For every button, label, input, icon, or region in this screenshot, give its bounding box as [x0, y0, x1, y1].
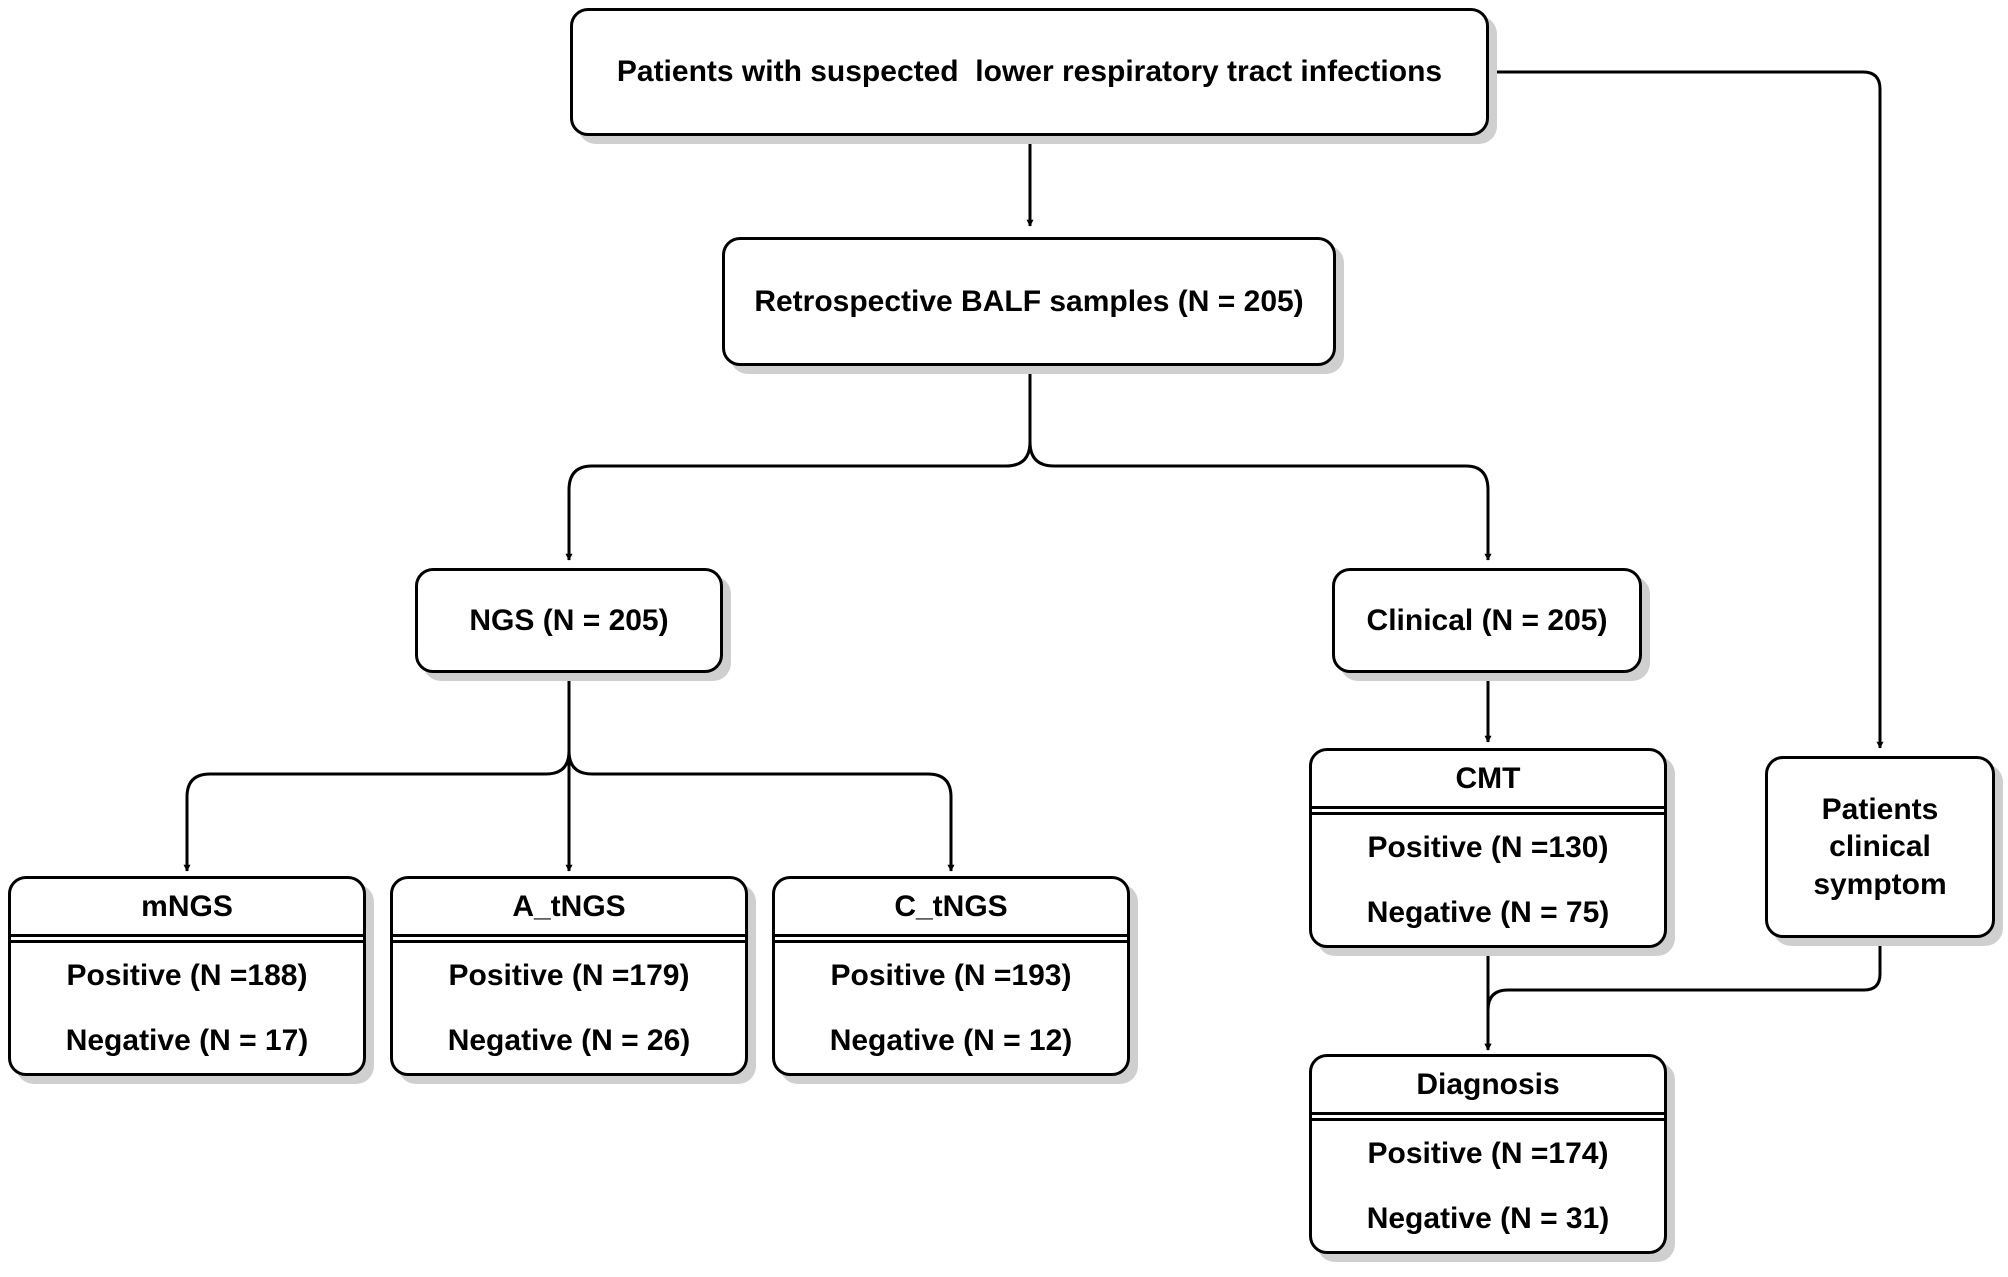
patients-suspected-box: Patients with suspected lower respirator…	[570, 8, 1489, 136]
diagnosis-positive: Positive (N =174)	[1367, 1136, 1609, 1170]
mngs-negative: Negative (N = 17)	[65, 1023, 309, 1057]
patients-suspected-label: Patients with suspected lower respirator…	[616, 55, 1443, 88]
clinical-label: Clinical (N = 205)	[1366, 603, 1608, 637]
ctngs-positive: Positive (N =193)	[830, 958, 1072, 992]
symptom-line-1: Patients	[1821, 792, 1939, 826]
cmt-title: CMT	[1312, 751, 1664, 815]
arrow-balf-to-ngs	[565, 366, 1032, 561]
symptom-line-2: clinical	[1829, 830, 1931, 864]
balf-samples-label: Retrospective BALF samples (N = 205)	[754, 284, 1304, 318]
arrow-top-to-symptom	[1487, 70, 1884, 749]
ctngs-table: C_tNGS Positive (N =193) Negative (N = 1…	[772, 876, 1130, 1076]
diagnosis-table: Diagnosis Positive (N =174) Negative (N …	[1309, 1054, 1667, 1254]
atngs-positive: Positive (N =179)	[448, 958, 690, 992]
atngs-negative: Negative (N = 26)	[447, 1023, 691, 1057]
arrow-symptom-to-diagnosis	[1484, 938, 1882, 1051]
arrow-balf-to-clinical	[1028, 441, 1492, 561]
cmt-negative: Negative (N = 75)	[1366, 895, 1610, 929]
mngs-table: mNGS Positive (N =188) Negative (N = 17)	[8, 876, 366, 1076]
symptom-line-3: symptom	[1813, 867, 1947, 901]
atngs-table: A_tNGS Positive (N =179) Negative (N = 2…	[390, 876, 748, 1076]
ctngs-title: C_tNGS	[775, 879, 1127, 943]
atngs-title: A_tNGS	[393, 879, 745, 943]
arrow-ngs-to-ctngs	[567, 750, 955, 872]
arrow-ngs-to-mngs	[183, 673, 571, 872]
ngs-box: NGS (N = 205)	[415, 568, 723, 673]
diagnosis-negative: Negative (N = 31)	[1366, 1201, 1610, 1235]
ctngs-negative: Negative (N = 12)	[829, 1023, 1073, 1057]
clinical-box: Clinical (N = 205)	[1332, 568, 1642, 673]
ngs-label: NGS (N = 205)	[469, 603, 669, 637]
balf-samples-box: Retrospective BALF samples (N = 205)	[722, 237, 1336, 366]
cmt-table: CMT Positive (N =130) Negative (N = 75)	[1309, 748, 1667, 948]
cmt-positive: Positive (N =130)	[1367, 830, 1609, 864]
mngs-title: mNGS	[11, 879, 363, 943]
mngs-positive: Positive (N =188)	[66, 958, 308, 992]
patients-clinical-symptom-box: Patients clinical symptom	[1765, 756, 1995, 938]
diagnosis-title: Diagnosis	[1312, 1057, 1664, 1121]
